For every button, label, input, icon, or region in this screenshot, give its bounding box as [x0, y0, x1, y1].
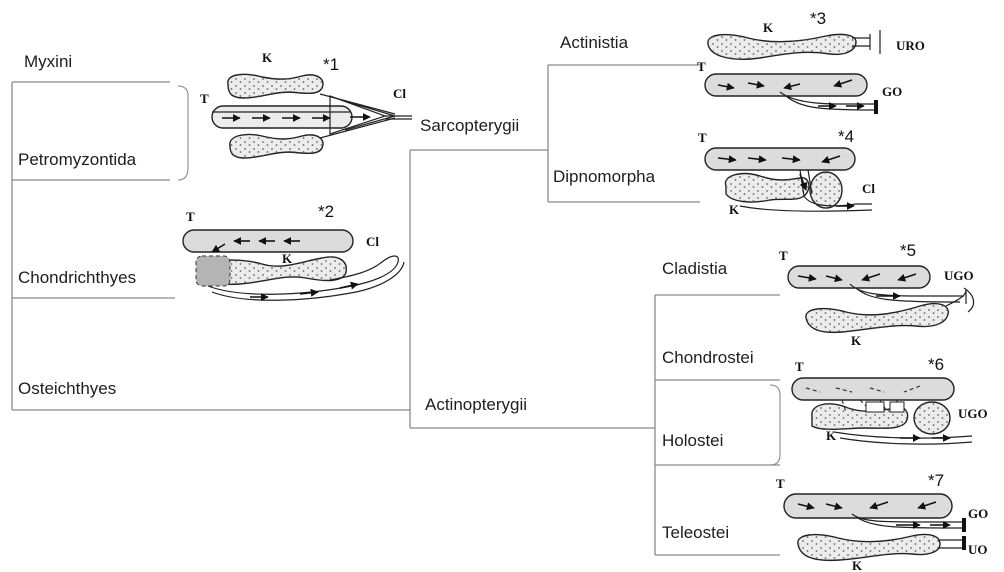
- bracket-cyclostomes: [178, 86, 188, 180]
- duct-line: [856, 288, 960, 302]
- diagram-1-star: *1: [323, 55, 339, 74]
- diagram-5: *5 T K UGO: [779, 241, 974, 348]
- diagram-1-duct-label: Cl: [393, 86, 406, 101]
- diagram-1-t-label: T: [200, 91, 209, 106]
- diagram-5-star: *5: [900, 241, 916, 260]
- kidney-texture: [228, 74, 323, 98]
- diagram-1-k-label: K: [262, 50, 273, 65]
- diagram-3-star: *3: [810, 9, 826, 28]
- diagram-7-k-label: K: [852, 558, 863, 572]
- diagram-6: *6 T K UGO: [792, 355, 988, 444]
- diagram-2-k-label: K: [282, 251, 293, 266]
- diagram-6-k-label: K: [826, 428, 837, 443]
- duct-end: [874, 100, 878, 114]
- diagram-3-duct1-label: URO: [896, 38, 925, 53]
- label-actinistia: Actinistia: [560, 33, 629, 52]
- diagram-5-duct-label: UGO: [944, 268, 974, 283]
- diagram-4-t-label: T: [698, 130, 707, 145]
- label-petromyzontida: Petromyzontida: [18, 150, 137, 169]
- diagram-3: *3 K T URO GO: [697, 9, 925, 114]
- label-chondrichthyes: Chondrichthyes: [18, 268, 136, 287]
- diagram-7: *7 T K GO UO: [776, 471, 988, 572]
- diagram-2-t-label: T: [186, 209, 195, 224]
- bracket-holostei: [770, 385, 780, 465]
- diagram-5-t-label: T: [779, 248, 788, 263]
- label-dipnomorpha: Dipnomorpha: [553, 167, 656, 186]
- testis-icon: [212, 106, 352, 128]
- label-myxini: Myxini: [24, 52, 72, 71]
- label-chondrostei: Chondrostei: [662, 348, 754, 367]
- diagram-4-k-label: K: [729, 202, 740, 217]
- duct-line: [834, 432, 972, 438]
- label-sarcopterygii: Sarcopterygii: [420, 116, 519, 135]
- tubule-box: [890, 402, 904, 412]
- tubule-box: [866, 402, 884, 412]
- kidney-texture: [798, 534, 940, 560]
- diagram-4-star: *4: [838, 127, 854, 146]
- label-holostei: Holostei: [662, 431, 723, 450]
- diagram-7-star: *7: [928, 471, 944, 490]
- label-teleostei: Teleostei: [662, 523, 729, 542]
- tree-branches: [12, 65, 780, 555]
- duct-line: [786, 96, 874, 110]
- arrow-icon: [340, 284, 358, 288]
- diagram-2: *2 T K Cl: [183, 202, 404, 300]
- duct-line: [858, 518, 962, 528]
- diagram-3-t-label: T: [697, 59, 706, 74]
- duct-end: [962, 536, 966, 550]
- kidney-texture: [810, 172, 842, 208]
- diagram-6-t-label: T: [795, 359, 804, 374]
- duct-line: [946, 290, 966, 306]
- diagram-1: *1 K T Cl: [200, 50, 412, 158]
- duct-line: [840, 438, 972, 444]
- diagram-5-k-label: K: [851, 333, 862, 348]
- diagram-2-duct-label: Cl: [366, 234, 379, 249]
- diagram-7-duct1-label: GO: [968, 506, 988, 521]
- testis-icon: [705, 74, 867, 96]
- diagram-7-t-label: T: [776, 476, 785, 491]
- diagram-6-duct-label: UGO: [958, 406, 988, 421]
- diagram-3-k-label: K: [763, 20, 774, 35]
- label-actinopterygii: Actinopterygii: [425, 395, 527, 414]
- diagram-2-star: *2: [318, 202, 334, 221]
- label-osteichthyes: Osteichthyes: [18, 379, 116, 398]
- taxon-labels: Myxini Petromyzontida Chondrichthyes Ost…: [18, 33, 754, 542]
- kidney-texture: [708, 34, 856, 59]
- diagram-3-duct2-label: GO: [882, 84, 902, 99]
- label-cladistia: Cladistia: [662, 259, 728, 278]
- diagram-4: *4 T K Cl: [698, 127, 875, 217]
- diagram-4-duct-label: Cl: [862, 181, 875, 196]
- duct-end: [962, 518, 966, 532]
- gland-shape: [196, 256, 230, 286]
- kidney-texture: [914, 402, 950, 434]
- diagram-7-duct2-label: UO: [968, 542, 988, 557]
- diagram-6-star: *6: [928, 355, 944, 374]
